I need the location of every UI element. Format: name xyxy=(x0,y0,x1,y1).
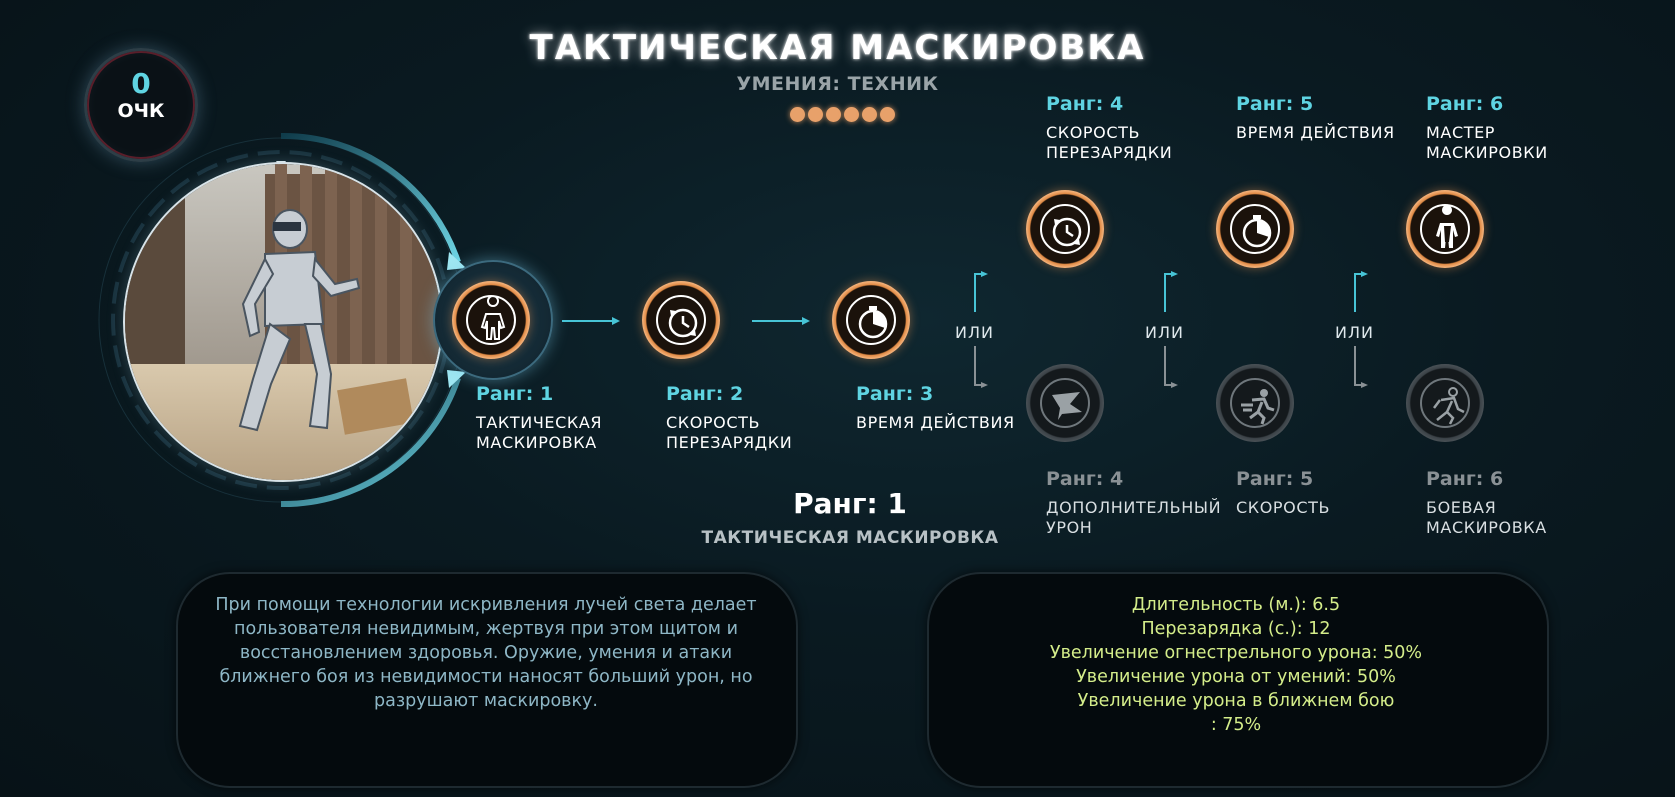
recharge-clock-icon xyxy=(1052,217,1082,247)
stat-line: Перезарядка (с.): 12 xyxy=(1141,619,1331,639)
impact-damage-icon xyxy=(1052,392,1082,420)
stat-line: Увеличение урона в ближнем бою xyxy=(1077,691,1395,711)
skill-points-badge: 0 ОЧК xyxy=(84,48,198,162)
running-speed-icon xyxy=(1241,389,1275,425)
rank-label: Ранг: 6 xyxy=(1426,468,1504,490)
rank-label: Ранг: 5 xyxy=(1236,93,1314,115)
stopwatch-icon xyxy=(1242,215,1272,248)
level-dot xyxy=(808,107,823,122)
skill-name: МАСТЕР МАСКИРОВКИ xyxy=(1426,123,1548,162)
rank-label: Ранг: 1 xyxy=(476,383,554,405)
recharge-clock-icon xyxy=(668,308,698,338)
stopwatch-icon xyxy=(858,306,888,339)
skill-name: ВРЕМЯ ДЕЙСТВИЯ xyxy=(856,413,1015,432)
level-dot xyxy=(862,107,877,122)
selected-skill-name: ТАКТИЧЕСКАЯ МАСКИРОВКА xyxy=(701,528,999,548)
rank-label: Ранг: 5 xyxy=(1236,468,1314,490)
rank-label: Ранг: 4 xyxy=(1046,93,1124,115)
level-dot xyxy=(790,107,805,122)
skill-name: ДОПОЛНИТЕЛЬНЫЙ УРОН xyxy=(1046,498,1222,537)
stat-line: Длительность (м.): 6.5 xyxy=(1131,595,1341,615)
skill-name: СКОРОСТЬ xyxy=(1236,498,1331,517)
rank-label: Ранг: 6 xyxy=(1426,93,1504,115)
stat-line: : 75% xyxy=(1210,715,1262,735)
description-panel xyxy=(176,572,798,788)
skill-title: ТАКТИЧЕСКАЯ МАСКИРОВКА xyxy=(529,28,1146,68)
level-dot xyxy=(880,107,895,122)
skill-category: УМЕНИЯ: ТЕХНИК xyxy=(736,73,939,95)
skill-node-rank4-b[interactable] xyxy=(1026,364,1104,442)
skill-node-rank3[interactable] xyxy=(832,281,910,359)
combat-cloak-icon xyxy=(1433,387,1465,425)
stats-list: Длительность (м.): 6.5 Перезарядка (с.):… xyxy=(944,593,1528,737)
skill-name: ТАКТИЧЕСКАЯ МАСКИРОВКА xyxy=(476,413,603,452)
skill-node-rank4-a[interactable] xyxy=(1026,190,1104,268)
ability-preview-image xyxy=(123,162,443,482)
level-dots xyxy=(790,107,895,122)
skill-name: ВРЕМЯ ДЕЙСТВИЯ xyxy=(1236,123,1395,142)
cloak-master-icon xyxy=(1436,206,1458,248)
skill-node-rank1[interactable] xyxy=(452,281,530,359)
rank-label: Ранг: 2 xyxy=(666,383,744,405)
skill-node-rank6-b[interactable] xyxy=(1406,364,1484,442)
skill-points-value: 0 xyxy=(131,67,151,100)
skill-node-rank5-a[interactable] xyxy=(1216,190,1294,268)
description-text: При помощи технологии искривления лучей … xyxy=(215,595,757,711)
silhouette-icon xyxy=(480,297,506,340)
skill-name: БОЕВАЯ МАСКИРОВКА xyxy=(1426,498,1547,537)
selected-rank: Ранг: 1 xyxy=(793,487,907,520)
skill-name: СКОРОСТЬ ПЕРЕЗАРЯДКИ xyxy=(666,413,793,452)
skill-name: СКОРОСТЬ ПЕРЕЗАРЯДКИ xyxy=(1046,123,1173,162)
level-dot xyxy=(844,107,859,122)
or-label: ИЛИ xyxy=(1335,323,1374,342)
skill-node-rank2[interactable] xyxy=(642,281,720,359)
level-dot xyxy=(826,107,841,122)
rank-label: Ранг: 3 xyxy=(856,383,934,405)
stats-panel xyxy=(927,572,1549,788)
skill-node-rank6-a[interactable] xyxy=(1406,190,1484,268)
or-label: ИЛИ xyxy=(1145,323,1184,342)
skill-node-rank5-b[interactable] xyxy=(1216,364,1294,442)
stat-line: Увеличение огнестрельного урона: 50% xyxy=(1049,643,1423,663)
or-label: ИЛИ xyxy=(955,323,994,342)
rank-label: Ранг: 4 xyxy=(1046,468,1124,490)
stat-line: Увеличение урона от умений: 50% xyxy=(1076,667,1396,687)
skill-points-label: ОЧК xyxy=(117,100,165,122)
